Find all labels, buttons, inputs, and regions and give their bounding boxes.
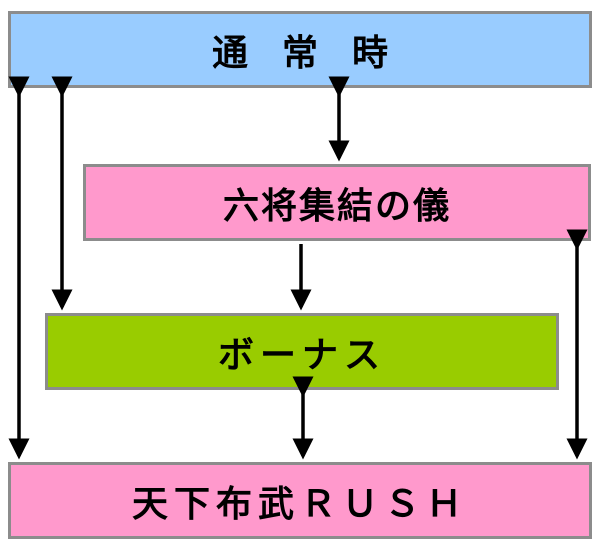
state-bonus: ボーナス	[45, 313, 559, 390]
state-rush-label: 天下布武ＲＵＳＨ	[131, 483, 468, 525]
state-tenka-fubu-rush: 天下布武ＲＵＳＨ	[8, 462, 592, 539]
state-rokusho-label: 六将集結の儀	[222, 185, 451, 227]
state-normal: 通常時	[8, 11, 592, 88]
state-bonus-label: ボーナス	[217, 334, 386, 376]
state-normal-label: 通常時	[211, 32, 422, 74]
state-rokusho-shuketsu: 六将集結の儀	[83, 164, 591, 241]
